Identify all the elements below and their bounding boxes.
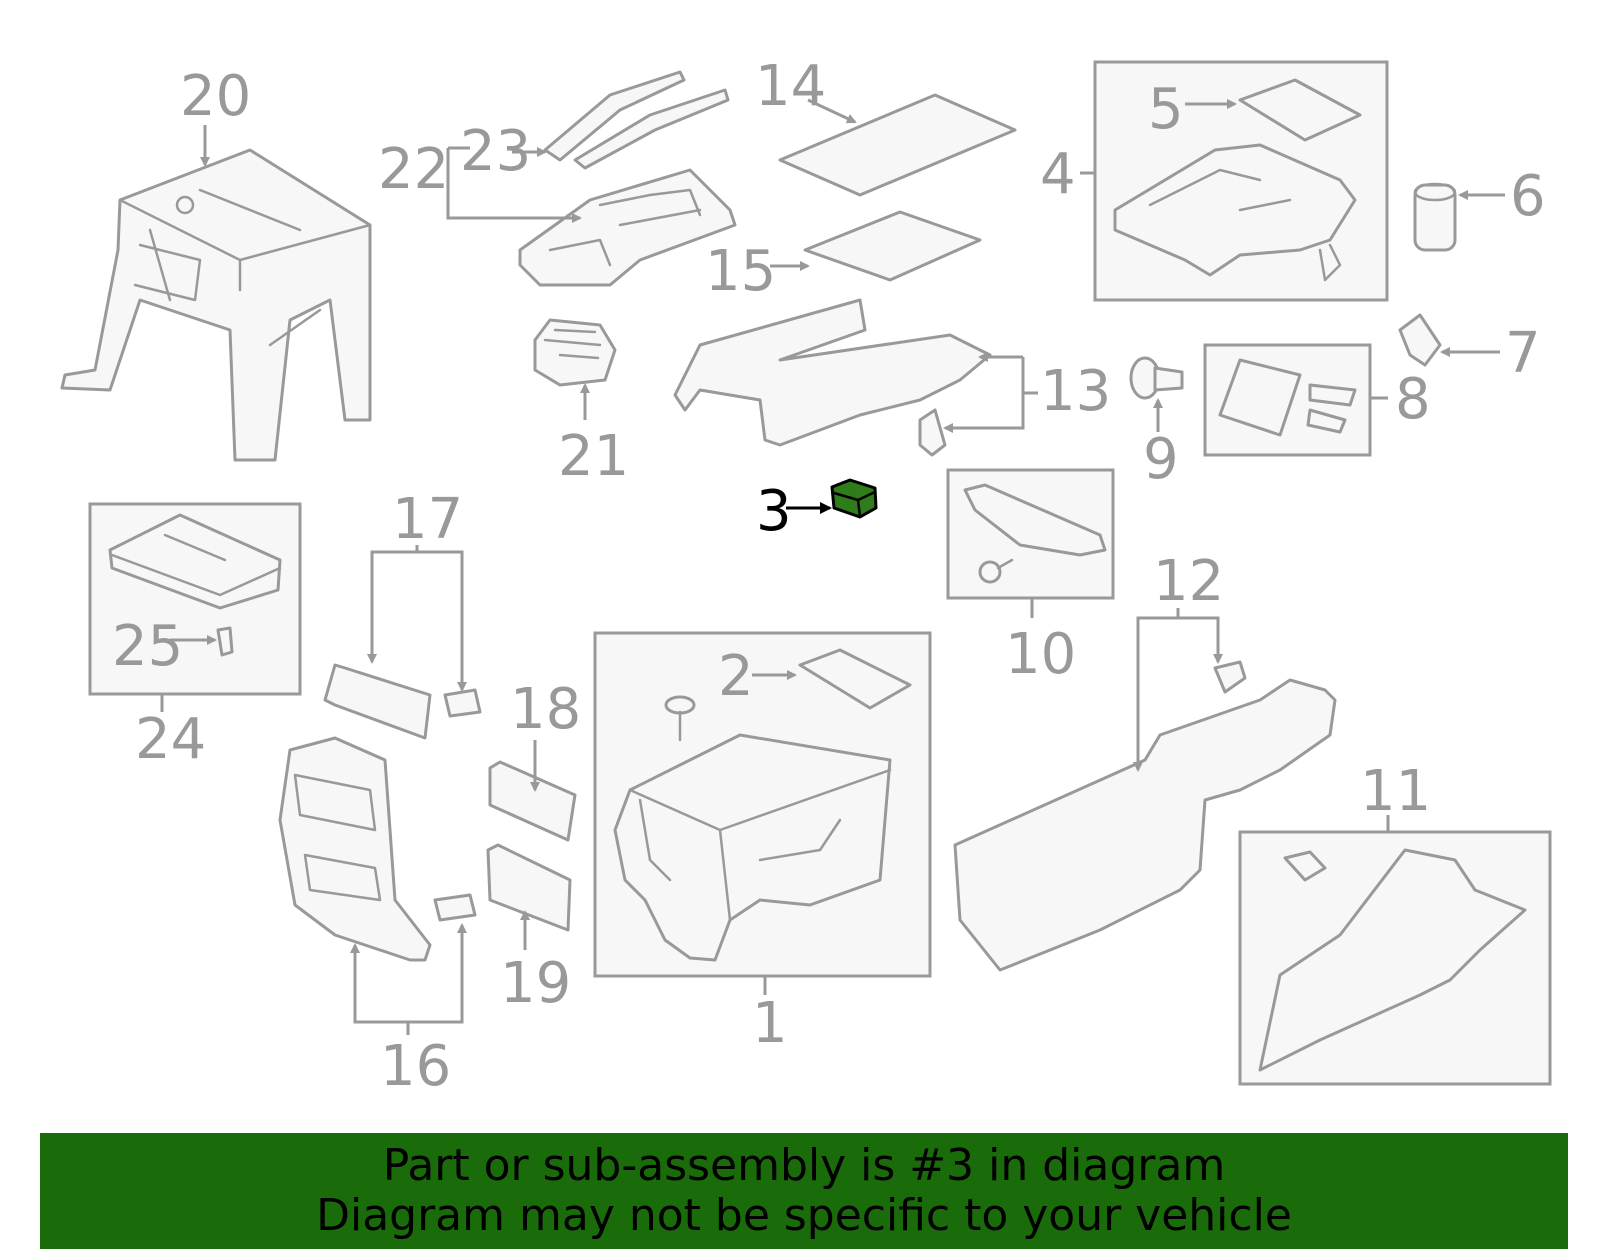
callout-6: 6: [1510, 164, 1546, 229]
part-24-module: [108, 513, 282, 610]
callout-18: 18: [510, 677, 581, 742]
part-15-tray-mat: [803, 210, 982, 282]
callout-22: 22: [378, 137, 449, 202]
part-8-bracket-set: [1218, 358, 1357, 437]
callout-25: 25: [112, 614, 183, 679]
callout-11: 11: [1360, 759, 1431, 824]
part-3-highlighted: [830, 478, 878, 519]
callout-20: 20: [180, 64, 251, 129]
part-11-carpet-panel: [1258, 848, 1527, 1072]
part-10-bracket: [963, 483, 1107, 584]
part-9-grommet: [1129, 356, 1184, 400]
leader-17: [370, 550, 464, 690]
callout-21: 21: [558, 424, 629, 489]
leader-22: [446, 148, 582, 223]
callout-10: 10: [1005, 622, 1076, 687]
part-21-switch: [533, 318, 617, 387]
callout-5: 5: [1148, 77, 1184, 142]
callout-7: 7: [1505, 321, 1541, 386]
callout-13: 13: [1040, 359, 1111, 424]
banner-line-2: Diagram may not be specific to your vehi…: [316, 1190, 1292, 1241]
part-22-shifter-panel: [518, 168, 737, 287]
part-1-console-box: [613, 733, 892, 962]
callout-8: 8: [1395, 367, 1431, 432]
part-4-upper-trim: [1113, 143, 1357, 282]
callout-16: 16: [380, 1034, 451, 1099]
banner-line-1: Part or sub-assembly is #3 in diagram: [382, 1140, 1226, 1191]
part-18-bezel: [488, 760, 577, 842]
part-12-side-panel: [953, 660, 1337, 972]
part-14-mat: [778, 93, 1017, 197]
part-2-lid: [798, 648, 912, 710]
part-6-socket: [1413, 182, 1457, 252]
info-banner: Part or sub-assembly is #3 in diagram Di…: [40, 1133, 1568, 1249]
part-20-console-frame: [60, 148, 372, 462]
part-13-upper-panel: [673, 298, 992, 457]
callout-12: 12: [1153, 549, 1224, 614]
callout-3: 3: [756, 479, 792, 544]
part-25-clip: [216, 626, 234, 657]
callout-14: 14: [755, 54, 826, 119]
part-16-rear-panel: [278, 736, 477, 962]
part-19-bezel: [486, 843, 572, 932]
part-1-screw: [664, 695, 696, 742]
part-7-clip: [1398, 313, 1442, 367]
callout-19: 19: [500, 951, 571, 1016]
callout-17: 17: [392, 487, 463, 552]
callout-4: 4: [1040, 142, 1076, 207]
callout-9: 9: [1143, 427, 1179, 492]
part-5-lid: [1238, 78, 1362, 142]
leader-13: [943, 357, 1025, 433]
callout-15: 15: [705, 239, 776, 304]
callout-1: 1: [752, 991, 788, 1056]
part-17-bezel: [323, 663, 482, 740]
callout-2: 2: [718, 644, 754, 709]
part-23-trim-strip: [543, 70, 730, 170]
leader-14: [807, 98, 857, 124]
callout-24: 24: [135, 707, 206, 772]
